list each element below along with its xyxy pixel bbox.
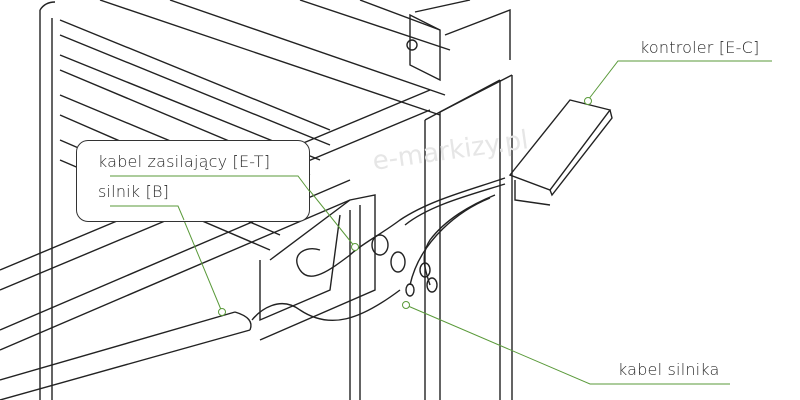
label-motor-cable: kabel silnika (618, 360, 720, 379)
leader-lines (110, 60, 772, 385)
label-controller: kontroler [E-C] (640, 38, 760, 57)
label-power-cable: kabel zasilający [E-T] (98, 152, 271, 171)
label-motor: silnik [B] (98, 182, 170, 201)
frame-lines (0, 0, 613, 400)
